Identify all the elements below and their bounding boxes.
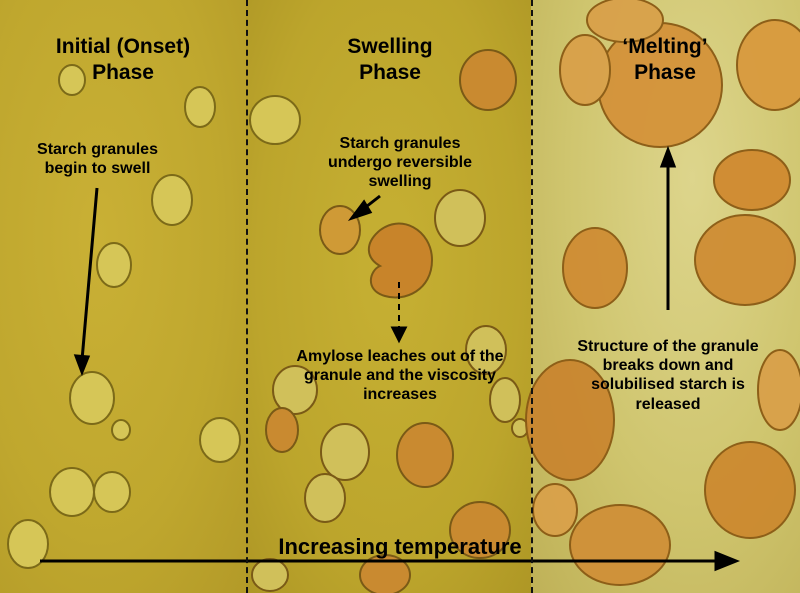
granule (525, 359, 615, 481)
phase-divider-1 (246, 0, 248, 593)
granule (489, 377, 521, 423)
arrow-head-melting (659, 145, 677, 168)
granule (559, 34, 611, 106)
arrow-head-swelling (347, 199, 373, 221)
granule (449, 501, 511, 559)
note-swelling: Starch granules undergo reversible swell… (327, 135, 473, 191)
granule (396, 422, 454, 488)
granule (586, 0, 664, 43)
temperature-arrow-head (714, 550, 741, 572)
granules-initial (7, 64, 301, 569)
arrow-head-amylose (390, 326, 408, 344)
granule (736, 19, 800, 111)
note-initial: Starch granules begin to swell (37, 141, 158, 178)
granule (562, 227, 628, 309)
phase-title-swelling: Swelling Phase (347, 35, 433, 85)
note-melting: Structure of the granule breaks down and… (577, 338, 759, 413)
granule (359, 554, 411, 593)
granule (151, 174, 193, 226)
granule (69, 371, 115, 425)
granule (459, 49, 517, 111)
note-amylose: Amylose leaches out of the granule and t… (296, 348, 504, 404)
granule (184, 86, 216, 128)
granule (96, 242, 132, 288)
phase-title-melting: ‘Melting’ Phase (622, 35, 708, 85)
granule (265, 407, 299, 453)
granule (320, 423, 370, 481)
arrow-head-initial (73, 354, 91, 377)
granule (319, 205, 361, 255)
granule (704, 441, 796, 539)
granule (367, 222, 434, 299)
phase-divider-2 (531, 0, 533, 593)
granules-swelling (251, 49, 529, 593)
granule (58, 64, 86, 96)
granule (757, 349, 800, 431)
granule (694, 214, 796, 306)
granule (111, 419, 131, 441)
granule (304, 473, 346, 523)
phase-title-initial: Initial (Onset) Phase (55, 35, 191, 85)
granule (49, 467, 95, 517)
granule (532, 483, 578, 537)
arrow-initial (80, 187, 99, 361)
granule (272, 365, 318, 415)
granule (434, 189, 486, 247)
granule (465, 325, 507, 375)
granule (569, 504, 671, 586)
temperature-axis-label: Increasing temperature (278, 534, 522, 559)
annotation-arrows (40, 145, 741, 572)
granules-melting (525, 0, 800, 586)
granule (251, 558, 289, 592)
granule (199, 417, 241, 463)
granule (7, 519, 49, 569)
granule (93, 471, 131, 513)
granule (249, 95, 301, 145)
granule (713, 149, 791, 211)
